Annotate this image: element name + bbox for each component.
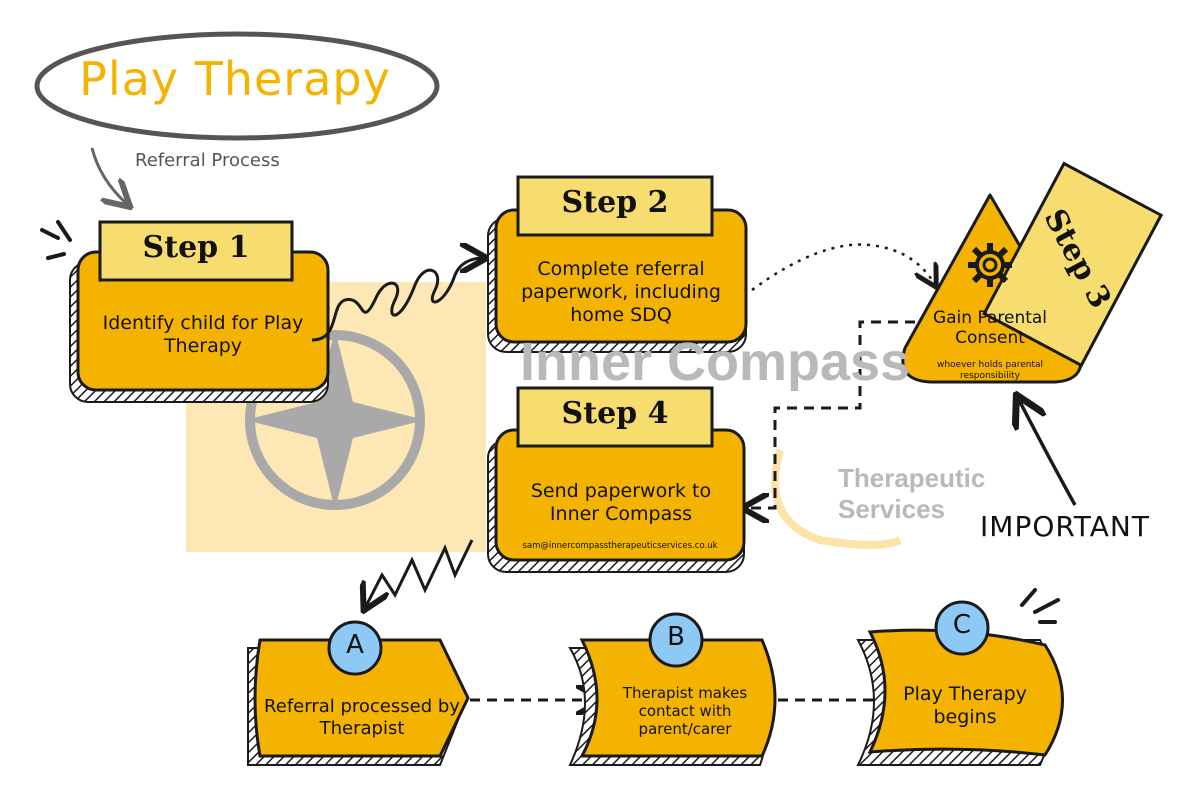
- step3-card: [901, 161, 1164, 384]
- badge-b: [648, 612, 704, 668]
- accent-marks-stage-c: [1020, 588, 1060, 624]
- important-label: IMPORTANT: [980, 510, 1150, 543]
- step1-card: [69, 220, 330, 403]
- step4-email[interactable]: sam@innercompasstherapeuticservices.co.u…: [522, 541, 718, 551]
- step2-text: Complete referral paperwork, including h…: [521, 258, 721, 326]
- dotted-arrow-2-3: [751, 243, 935, 290]
- badge-c: [934, 600, 990, 656]
- accent-marks-step1: [40, 220, 72, 260]
- step3-text: Gain Parental Consent: [932, 308, 1048, 349]
- stage-b-text: Therapist makes contact with parent/care…: [622, 684, 748, 738]
- badge-b-letter: B: [667, 622, 685, 652]
- watermark-name: Inner Compass: [520, 332, 911, 392]
- badge-c-letter: C: [952, 610, 972, 640]
- stage-c-card: [856, 600, 1064, 766]
- watermark-tagline: Therapeutic Services: [838, 463, 986, 525]
- step3-note: whoever holds parental responsibility: [936, 360, 1044, 381]
- stage-c-text: Play Therapy begins: [903, 683, 1027, 728]
- zigzag-arrow-4-A: [365, 539, 474, 608]
- gear-icon: [968, 243, 1012, 287]
- stage-a-card: [247, 620, 470, 766]
- title-ellipse: [34, 31, 440, 141]
- page-title: Play Therapy: [79, 52, 391, 106]
- loop-arrow-1-2: [311, 258, 484, 342]
- stage-b-card: [568, 612, 777, 766]
- step1-label: Step 1: [142, 230, 250, 265]
- badge-a-letter: A: [346, 630, 364, 660]
- stage-a-text: Referral processed by Therapist: [264, 696, 460, 739]
- step2-card: [487, 175, 748, 353]
- dashed-arrow-3-4: [745, 320, 915, 508]
- step4-text: Send paperwork to Inner Compass: [530, 480, 712, 525]
- subtitle-arrow: [90, 147, 128, 205]
- step4-label: Step 4: [561, 396, 669, 431]
- step1-text: Identify child for Play Therapy: [102, 312, 304, 357]
- important-arrow: [1018, 398, 1077, 506]
- step2-label: Step 2: [561, 185, 669, 220]
- step4-card: [487, 386, 746, 573]
- page-subtitle: Referral Process: [135, 150, 280, 171]
- badge-a: [327, 620, 383, 676]
